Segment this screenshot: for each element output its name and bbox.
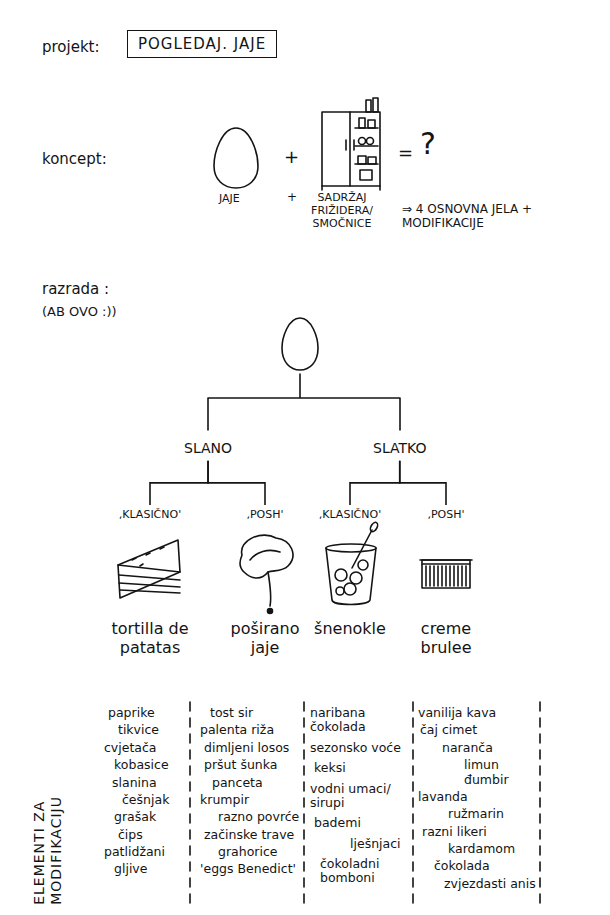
dish-name: creme brulee xyxy=(402,619,490,657)
dish-group: ‚KLASIČNO' tortilla de patatas xyxy=(98,508,202,658)
label-text: razrada : xyxy=(42,280,109,298)
ramekin-rib xyxy=(433,566,435,586)
node-heading: ‚POSH' xyxy=(402,508,490,521)
label-text: lješnjaci xyxy=(350,837,408,851)
ramekin-rib xyxy=(461,566,463,586)
dish-name: tortilla de patatas xyxy=(98,619,202,657)
ramekin-ribs xyxy=(426,566,466,586)
node-heading: ‚POSH' xyxy=(219,508,311,521)
tree-connector xyxy=(400,461,446,505)
egg-outline xyxy=(214,128,258,188)
label-text: tost sir xyxy=(210,706,302,720)
egg-outline xyxy=(282,318,318,370)
tree-connector xyxy=(150,461,208,505)
label-text: tikvice xyxy=(118,723,186,737)
label-text: pršut šunka xyxy=(204,758,302,772)
label-text: + xyxy=(287,190,297,204)
label-text: panceta xyxy=(212,776,302,790)
label-text: JAJE xyxy=(219,192,240,205)
label-text: = xyxy=(398,142,413,164)
label-text: zvjezdasti anis xyxy=(444,877,536,891)
dish-group: ‚KLASIČNO' šnenokle xyxy=(311,508,389,638)
label-text: čips xyxy=(118,828,186,842)
label-text: vodni umaci/ sirupi xyxy=(310,782,408,811)
dish-name: šnenokle xyxy=(311,619,389,638)
ramekin-drawing xyxy=(420,560,472,588)
label-text: dimljeni losos xyxy=(204,741,302,755)
label-text: bademi xyxy=(314,816,408,830)
tortilla-slice-drawing xyxy=(118,540,180,598)
ramekin-rib xyxy=(437,566,439,586)
node-heading: ‚KLASIČNO' xyxy=(311,508,389,521)
tree-bracket xyxy=(208,374,400,430)
title-box: POGLEDAJ. JAJE xyxy=(127,30,277,58)
ramekin-rib xyxy=(445,566,447,586)
tree-connector xyxy=(350,461,400,505)
node-heading: SLANO xyxy=(184,440,232,457)
ramekin-rib xyxy=(453,566,455,586)
label-text: razni likeri xyxy=(422,825,536,839)
label-text: ? xyxy=(420,126,436,162)
label-text: naribana čokolada xyxy=(310,706,408,735)
branch-node: SLANO xyxy=(184,440,232,457)
label-text: kardamom xyxy=(448,842,536,856)
label-text: 'eggs Benedict' xyxy=(200,862,302,876)
dish-name: poširano jaje xyxy=(219,619,311,657)
label-text: koncept: xyxy=(42,150,107,168)
label-text: vanilija kava xyxy=(418,706,536,720)
node-heading: SLATKO xyxy=(373,440,426,457)
label-text: ⇒ 4 OSNOVNA JELA + MODIFIKACIJE xyxy=(402,202,552,231)
poached-egg-drawing xyxy=(240,535,293,613)
dish-group: ‚POSH' creme brulee xyxy=(402,508,490,658)
label-text: SADRŽAJ FRIŽIDERA/ SMOČNICE xyxy=(302,191,382,231)
ramekin-rib xyxy=(449,566,451,586)
label-text: gljive xyxy=(114,862,186,876)
label-text: projekt: xyxy=(42,38,100,56)
label-text: patlidžani xyxy=(104,845,186,859)
label-text: čokoladni bomboni xyxy=(320,857,408,886)
ramekin-rib xyxy=(457,566,459,586)
label-text: češnjak xyxy=(122,793,186,807)
label-text: limun đumbir xyxy=(464,758,536,787)
fridge-drawing xyxy=(322,98,380,190)
label-text: keksi xyxy=(314,761,408,775)
label-text: sezonsko voće xyxy=(310,741,408,755)
label-text: kobasice xyxy=(114,758,186,772)
label-text: krumpir xyxy=(200,793,302,807)
snenokle-glass-drawing xyxy=(326,521,379,604)
label-text: naranča xyxy=(442,741,536,755)
ramekin-rib xyxy=(465,566,467,586)
node-heading: POGLEDAJ. JAJE xyxy=(138,35,266,53)
label-text: cvjetača xyxy=(104,741,186,755)
node-heading: ‚KLASIČNO' xyxy=(98,508,202,521)
label-text: palenta riža xyxy=(200,723,302,737)
ramekin-rib xyxy=(425,566,427,586)
dish-group: ‚POSH' poširano jaje xyxy=(219,508,311,658)
vertical-label: ELEMENTI ZA MODIFIKACIJU xyxy=(31,765,65,905)
label-text: + xyxy=(284,146,299,168)
label-text: ružmarin xyxy=(448,807,536,821)
label-text: grašak xyxy=(114,810,186,824)
label-text: čaj cimet xyxy=(420,723,536,737)
label-text: razno povrće xyxy=(218,810,302,824)
label-text: paprike xyxy=(108,706,186,720)
label-text: čokolada xyxy=(434,859,536,873)
tree-connector xyxy=(208,461,265,505)
branch-node: SLATKO xyxy=(373,440,426,457)
ramekin-rib xyxy=(429,566,431,586)
label-text: (AB OVO :)) xyxy=(42,304,117,320)
label-text: začinske trave xyxy=(204,828,302,842)
connector-layer xyxy=(150,461,446,505)
label-text: lavanda xyxy=(418,790,536,804)
label-text: grahorice xyxy=(218,845,302,859)
ramekin-rib xyxy=(441,566,443,586)
column-dividers xyxy=(190,702,540,905)
label-text: slanina xyxy=(112,776,186,790)
